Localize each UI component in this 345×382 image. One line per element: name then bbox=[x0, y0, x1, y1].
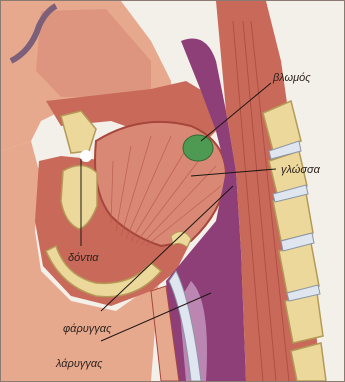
label-larynx: λάρυγγας bbox=[55, 358, 103, 370]
tooth-gap-white bbox=[80, 150, 92, 162]
label-pharynx: φάρυγγας bbox=[63, 323, 112, 335]
label-teeth: δόντια bbox=[68, 252, 99, 264]
label-nodule: βλωμός bbox=[272, 72, 311, 84]
label-tongue: γλώσσα bbox=[281, 164, 321, 176]
nodule-shape bbox=[183, 135, 213, 161]
